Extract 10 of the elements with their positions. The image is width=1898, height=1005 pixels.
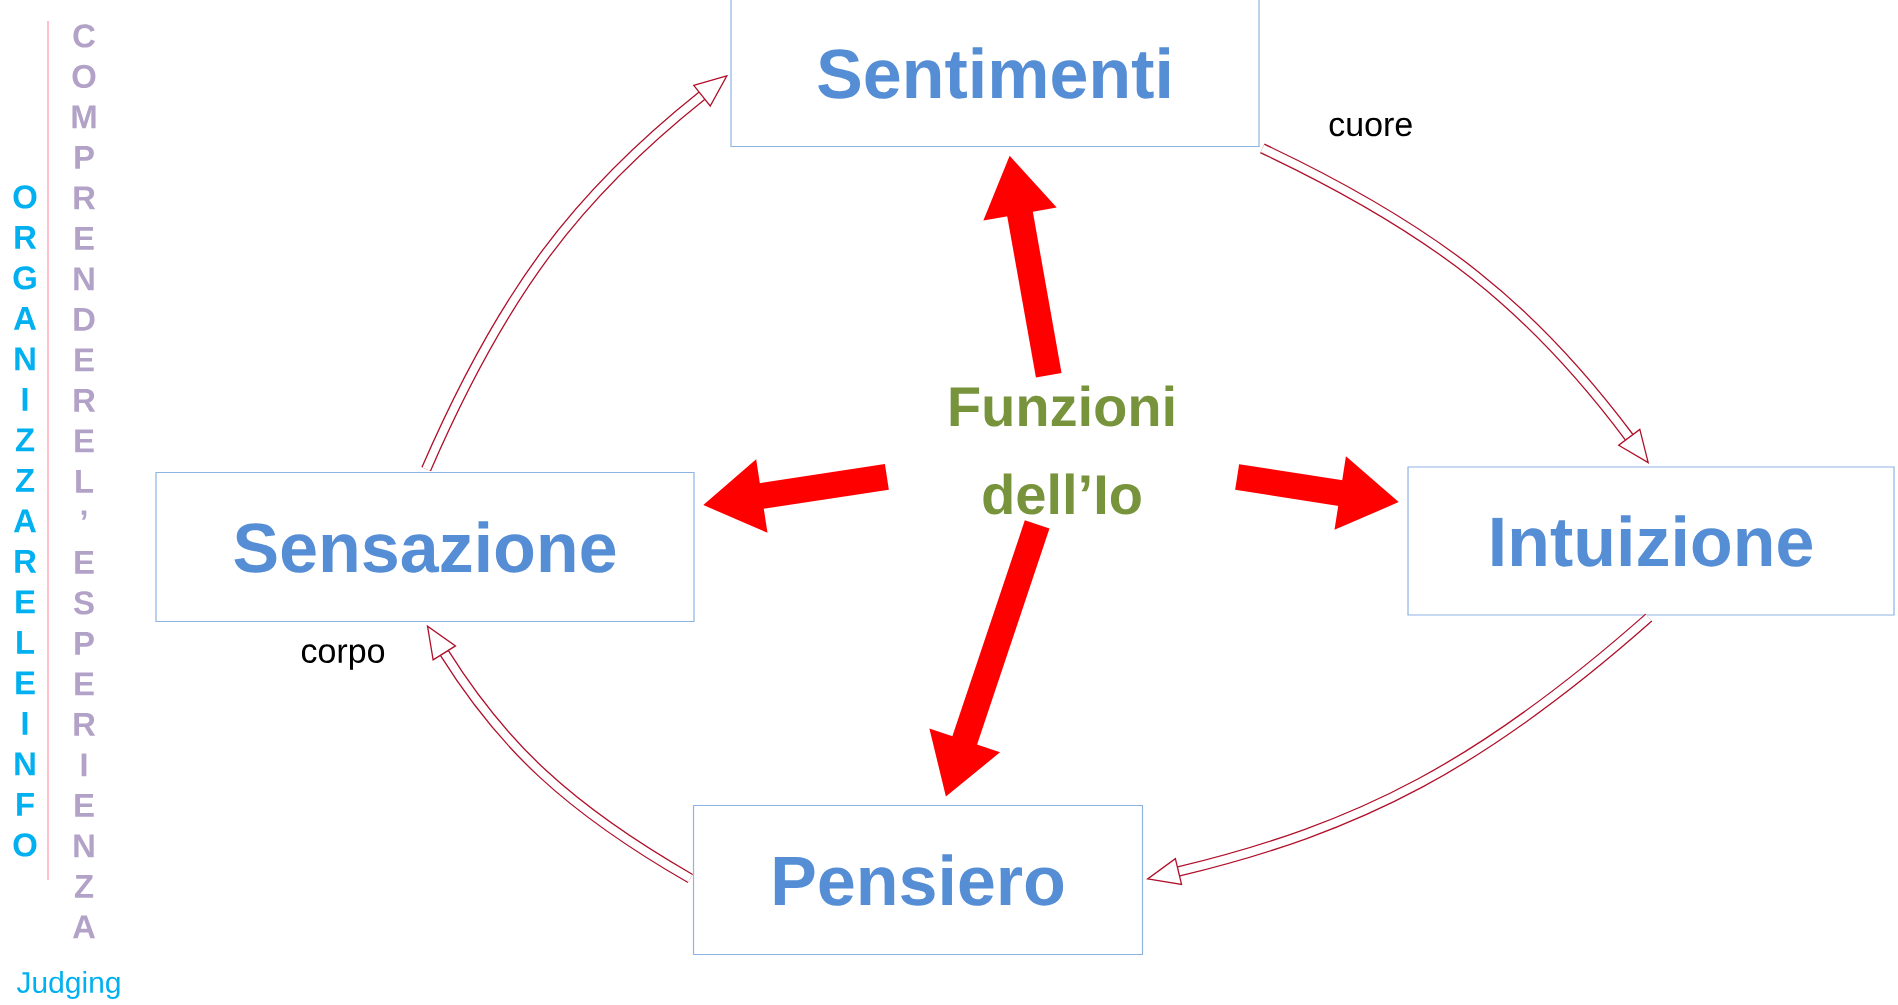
side-note: corpo — [301, 644, 385, 670]
function-box: Sentimenti — [730, 0, 1260, 148]
vertical-text: COMPRENDERE L’ESPERIENZA — [72, 24, 96, 939]
function-box: Sensazione — [155, 471, 695, 623]
center-title: Funzioni dell’Io — [950, 385, 1174, 515]
side-note: cuore — [1329, 117, 1412, 137]
function-box: Intuizione — [1407, 466, 1895, 616]
vertical-text: ORGANIZZARE LE INFO — [13, 185, 37, 857]
footer-text: Judging — [16, 971, 120, 999]
function-box: Pensiero — [692, 804, 1144, 956]
